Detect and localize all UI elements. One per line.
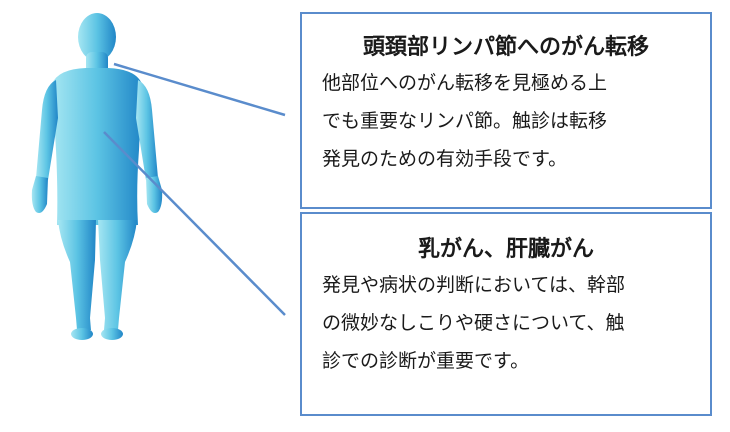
body-silhouette bbox=[31, 13, 163, 340]
breast-liver-box-description: 発見や病状の判断においては、幹部 の微妙なしこりや硬さについて、触 診での診断が… bbox=[322, 266, 710, 380]
body-head bbox=[78, 13, 116, 61]
connector-line-breast-liver bbox=[103, 131, 286, 316]
breast-liver-description-line: 診での診断が重要です。 bbox=[322, 350, 530, 372]
head-neck-description-line: でも重要なリンパ節。触診は転移 bbox=[322, 110, 608, 132]
head-neck-lymph-node-box: 頭頚部リンパ節へのがん転移 他部位へのがん転移を見極める上 でも重要なリンパ節。… bbox=[300, 12, 712, 209]
breast-liver-box-title: 乳がん、肝臓がん bbox=[417, 237, 594, 262]
connector-line-head-neck bbox=[113, 62, 286, 117]
body-left-arm bbox=[36, 80, 58, 180]
breast-liver-cancer-box: 乳がん、肝臓がん 発見や病状の判断においては、幹部 の微妙なしこりや硬さについて… bbox=[300, 212, 712, 416]
body-torso bbox=[52, 68, 142, 225]
head-neck-description-line: 他部位へのがん転移を見極める上 bbox=[322, 72, 608, 94]
body-right-arm bbox=[136, 80, 158, 180]
breast-liver-description-line: の微妙なしこりや硬さについて、触 bbox=[322, 312, 625, 334]
body-right-leg bbox=[98, 220, 137, 330]
head-neck-box-description: 他部位へのがん転移を見極める上 でも重要なリンパ節。触診は転移 発見のための有効… bbox=[322, 64, 710, 178]
body-right-foot bbox=[101, 328, 123, 340]
body-left-leg bbox=[58, 220, 96, 330]
body-left-foot bbox=[71, 328, 93, 340]
connector-lines bbox=[103, 62, 286, 316]
head-neck-description-line: 発見のための有効手段です。 bbox=[322, 148, 568, 170]
body-left-hand bbox=[31, 176, 48, 213]
head-neck-box-title: 頭頚部リンパ節へのがん転移 bbox=[362, 35, 649, 60]
breast-liver-description-line: 発見や病状の判断においては、幹部 bbox=[322, 274, 626, 296]
